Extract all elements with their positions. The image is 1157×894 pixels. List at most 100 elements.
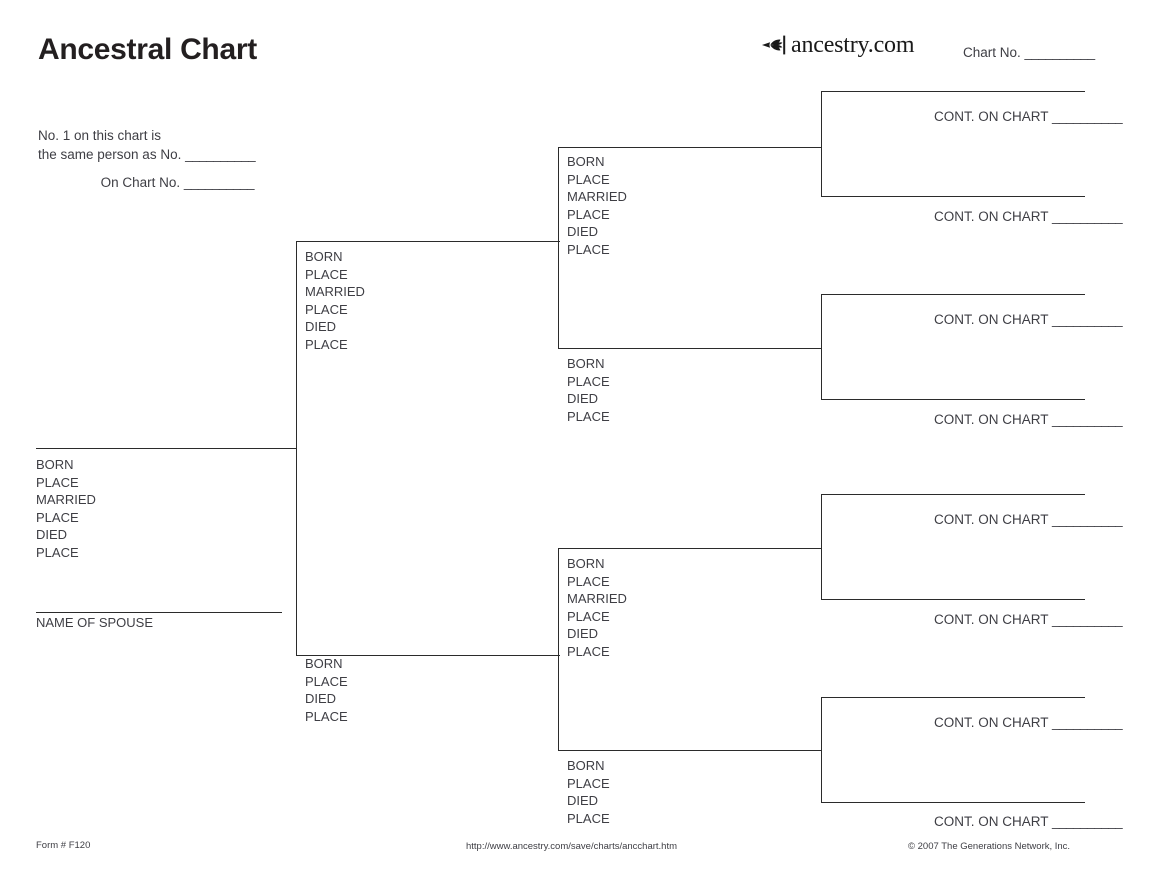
chart-no-blank: __________ — [1024, 45, 1096, 60]
gen1-place-married: PLACE — [36, 509, 79, 525]
gen3-pgf-born: BORN — [567, 154, 605, 169]
gen2-mother-place-born: PLACE — [305, 673, 348, 689]
gen4-slot8-cont-label: CONT. ON CHART — [934, 814, 1053, 829]
chart-no-field[interactable]: Chart No. __________ — [963, 45, 1095, 60]
gen4-bracket-3-vertical — [821, 494, 822, 599]
gen3-pgf-died: DIED — [567, 224, 599, 239]
gen1-married: MARRIED — [36, 492, 96, 507]
gen3-pgm-fields: BORN PLACE DIED PLACE — [567, 355, 610, 425]
gen2-bracket-vertical — [296, 241, 297, 655]
gen4-slot1-cont[interactable]: CONT. ON CHART __________ — [934, 109, 1123, 124]
gen1-place-died: PLACE — [36, 544, 79, 560]
gen4-slot5-name-rule[interactable] — [821, 494, 1085, 495]
gen3-pgf-place-born: PLACE — [567, 171, 610, 187]
gen4-slot5-cont[interactable]: CONT. ON CHART __________ — [934, 512, 1123, 527]
gen2-father-married: MARRIED — [305, 284, 365, 299]
same-person-line1: No. 1 on this chart is — [38, 128, 162, 143]
gen3-pgm-place-born: PLACE — [567, 373, 610, 389]
gen4-bracket-1-vertical — [821, 91, 822, 196]
footer-url[interactable]: http://www.ancestry.com/save/charts/ancc… — [466, 841, 678, 852]
gen2-father-place-died: PLACE — [305, 336, 348, 352]
gen4-slot2-cont[interactable]: CONT. ON CHART __________ — [934, 209, 1123, 224]
chart-no-label: Chart No. — [963, 45, 1025, 60]
ancestry-brand: ancestry.com — [760, 31, 915, 59]
gen4-slot7-cont-label: CONT. ON CHART — [934, 715, 1053, 730]
gen3-paternal-stub — [520, 241, 558, 242]
gen1-spouse-rule[interactable] — [36, 612, 282, 613]
gen4-slot2-cont-label: CONT. ON CHART — [934, 209, 1053, 224]
same-person-line2[interactable]: the same person as No. __________ — [38, 145, 256, 164]
gen3-pgm-born: BORN — [567, 356, 605, 371]
gen4-slot6-cont-blank: __________ — [1052, 612, 1123, 627]
gen2-mother-place-died: PLACE — [305, 708, 348, 724]
gen3-mgf-born: BORN — [567, 556, 605, 571]
gen4-slot4-cont-label: CONT. ON CHART — [934, 412, 1053, 427]
gen2-father-place-born: PLACE — [305, 266, 348, 282]
gen3-mgf-married: MARRIED — [567, 591, 627, 606]
gen4-slot5-cont-blank: __________ — [1052, 512, 1123, 527]
gen3-paternal-bracket-vertical — [558, 147, 559, 348]
on-chart-no-label: On Chart No. — [100, 175, 184, 190]
gen2-mother-name-rule[interactable] — [296, 655, 560, 656]
gen2-father-born: BORN — [305, 249, 343, 264]
gen3-mgf-place-married: PLACE — [567, 608, 610, 624]
page-title: Ancestral Chart — [38, 33, 257, 66]
gen3-mgf-name-rule[interactable] — [558, 548, 822, 549]
gen3-mgm-place-died: PLACE — [567, 810, 610, 826]
gen2-mother-born: BORN — [305, 656, 343, 671]
gen3-pgm-name-rule[interactable] — [558, 348, 822, 349]
gen4-slot1-cont-blank: __________ — [1052, 109, 1123, 124]
gen4-slot7-name-rule[interactable] — [821, 697, 1085, 698]
gen4-slot3-name-rule[interactable] — [821, 294, 1085, 295]
gen4-slot8-cont[interactable]: CONT. ON CHART __________ — [934, 814, 1123, 829]
gen4-slot2-cont-blank: __________ — [1052, 209, 1123, 224]
gen1-spouse-caption: NAME OF SPOUSE — [36, 615, 154, 630]
gen4-slot3-cont[interactable]: CONT. ON CHART __________ — [934, 312, 1123, 327]
gen4-slot6-name-rule[interactable] — [821, 599, 1085, 600]
gen4-slot4-cont-blank: __________ — [1052, 412, 1123, 427]
footer-copyright: © 2007 The Generations Network, Inc. — [908, 841, 1071, 852]
gen3-mgm-place-born: PLACE — [567, 775, 610, 791]
on-chart-no-field[interactable]: On Chart No. __________ — [38, 175, 255, 190]
gen4-bracket-2-vertical — [821, 294, 822, 399]
gen4-slot2-name-rule[interactable] — [821, 196, 1085, 197]
gen3-pgm-place-died: PLACE — [567, 408, 610, 424]
on-chart-no-blank: __________ — [183, 175, 255, 190]
gen3-pgm-died: DIED — [567, 391, 599, 406]
gen4-slot6-cont[interactable]: CONT. ON CHART __________ — [934, 612, 1123, 627]
gen3-mgm-born: BORN — [567, 758, 605, 773]
gen2-father-fields: BORN PLACE MARRIED PLACE DIED PLACE — [305, 248, 365, 353]
gen1-name-rule[interactable] — [36, 448, 296, 449]
ancestry-leaf-icon — [760, 33, 790, 57]
gen3-pgf-name-rule[interactable] — [558, 147, 822, 148]
gen3-mgf-place-born: PLACE — [567, 573, 610, 589]
gen3-mgf-place-died: PLACE — [567, 643, 610, 659]
footer-form-number: Form # F120 — [36, 840, 91, 851]
gen2-mother-died: DIED — [305, 691, 337, 706]
gen2-father-place-married: PLACE — [305, 301, 348, 317]
gen1-place-born: PLACE — [36, 474, 79, 490]
gen3-pgf-place-died: PLACE — [567, 241, 610, 257]
gen4-slot4-name-rule[interactable] — [821, 399, 1085, 400]
gen4-slot6-cont-label: CONT. ON CHART — [934, 612, 1053, 627]
gen4-slot1-name-rule[interactable] — [821, 91, 1085, 92]
gen4-slot3-cont-label: CONT. ON CHART — [934, 312, 1053, 327]
gen2-father-name-rule[interactable] — [296, 241, 560, 242]
gen4-slot8-name-rule[interactable] — [821, 802, 1085, 803]
gen4-slot5-cont-label: CONT. ON CHART — [934, 512, 1053, 527]
gen4-slot3-cont-blank: __________ — [1052, 312, 1123, 327]
same-person-line2-label: the same person as No. — [38, 147, 186, 162]
gen3-mgm-fields: BORN PLACE DIED PLACE — [567, 757, 610, 827]
gen3-mgm-name-rule[interactable] — [558, 750, 822, 751]
gen4-slot8-cont-blank: __________ — [1052, 814, 1123, 829]
gen4-slot4-cont[interactable]: CONT. ON CHART __________ — [934, 412, 1123, 427]
gen4-bracket-4-vertical — [821, 697, 822, 802]
gen3-mgm-died: DIED — [567, 793, 599, 808]
gen3-maternal-bracket-vertical — [558, 548, 559, 750]
gen4-slot7-cont[interactable]: CONT. ON CHART __________ — [934, 715, 1123, 730]
gen3-pgf-fields: BORN PLACE MARRIED PLACE DIED PLACE — [567, 153, 627, 258]
gen2-father-died: DIED — [305, 319, 337, 334]
gen4-slot7-cont-blank: __________ — [1052, 715, 1123, 730]
gen1-born: BORN — [36, 457, 74, 472]
